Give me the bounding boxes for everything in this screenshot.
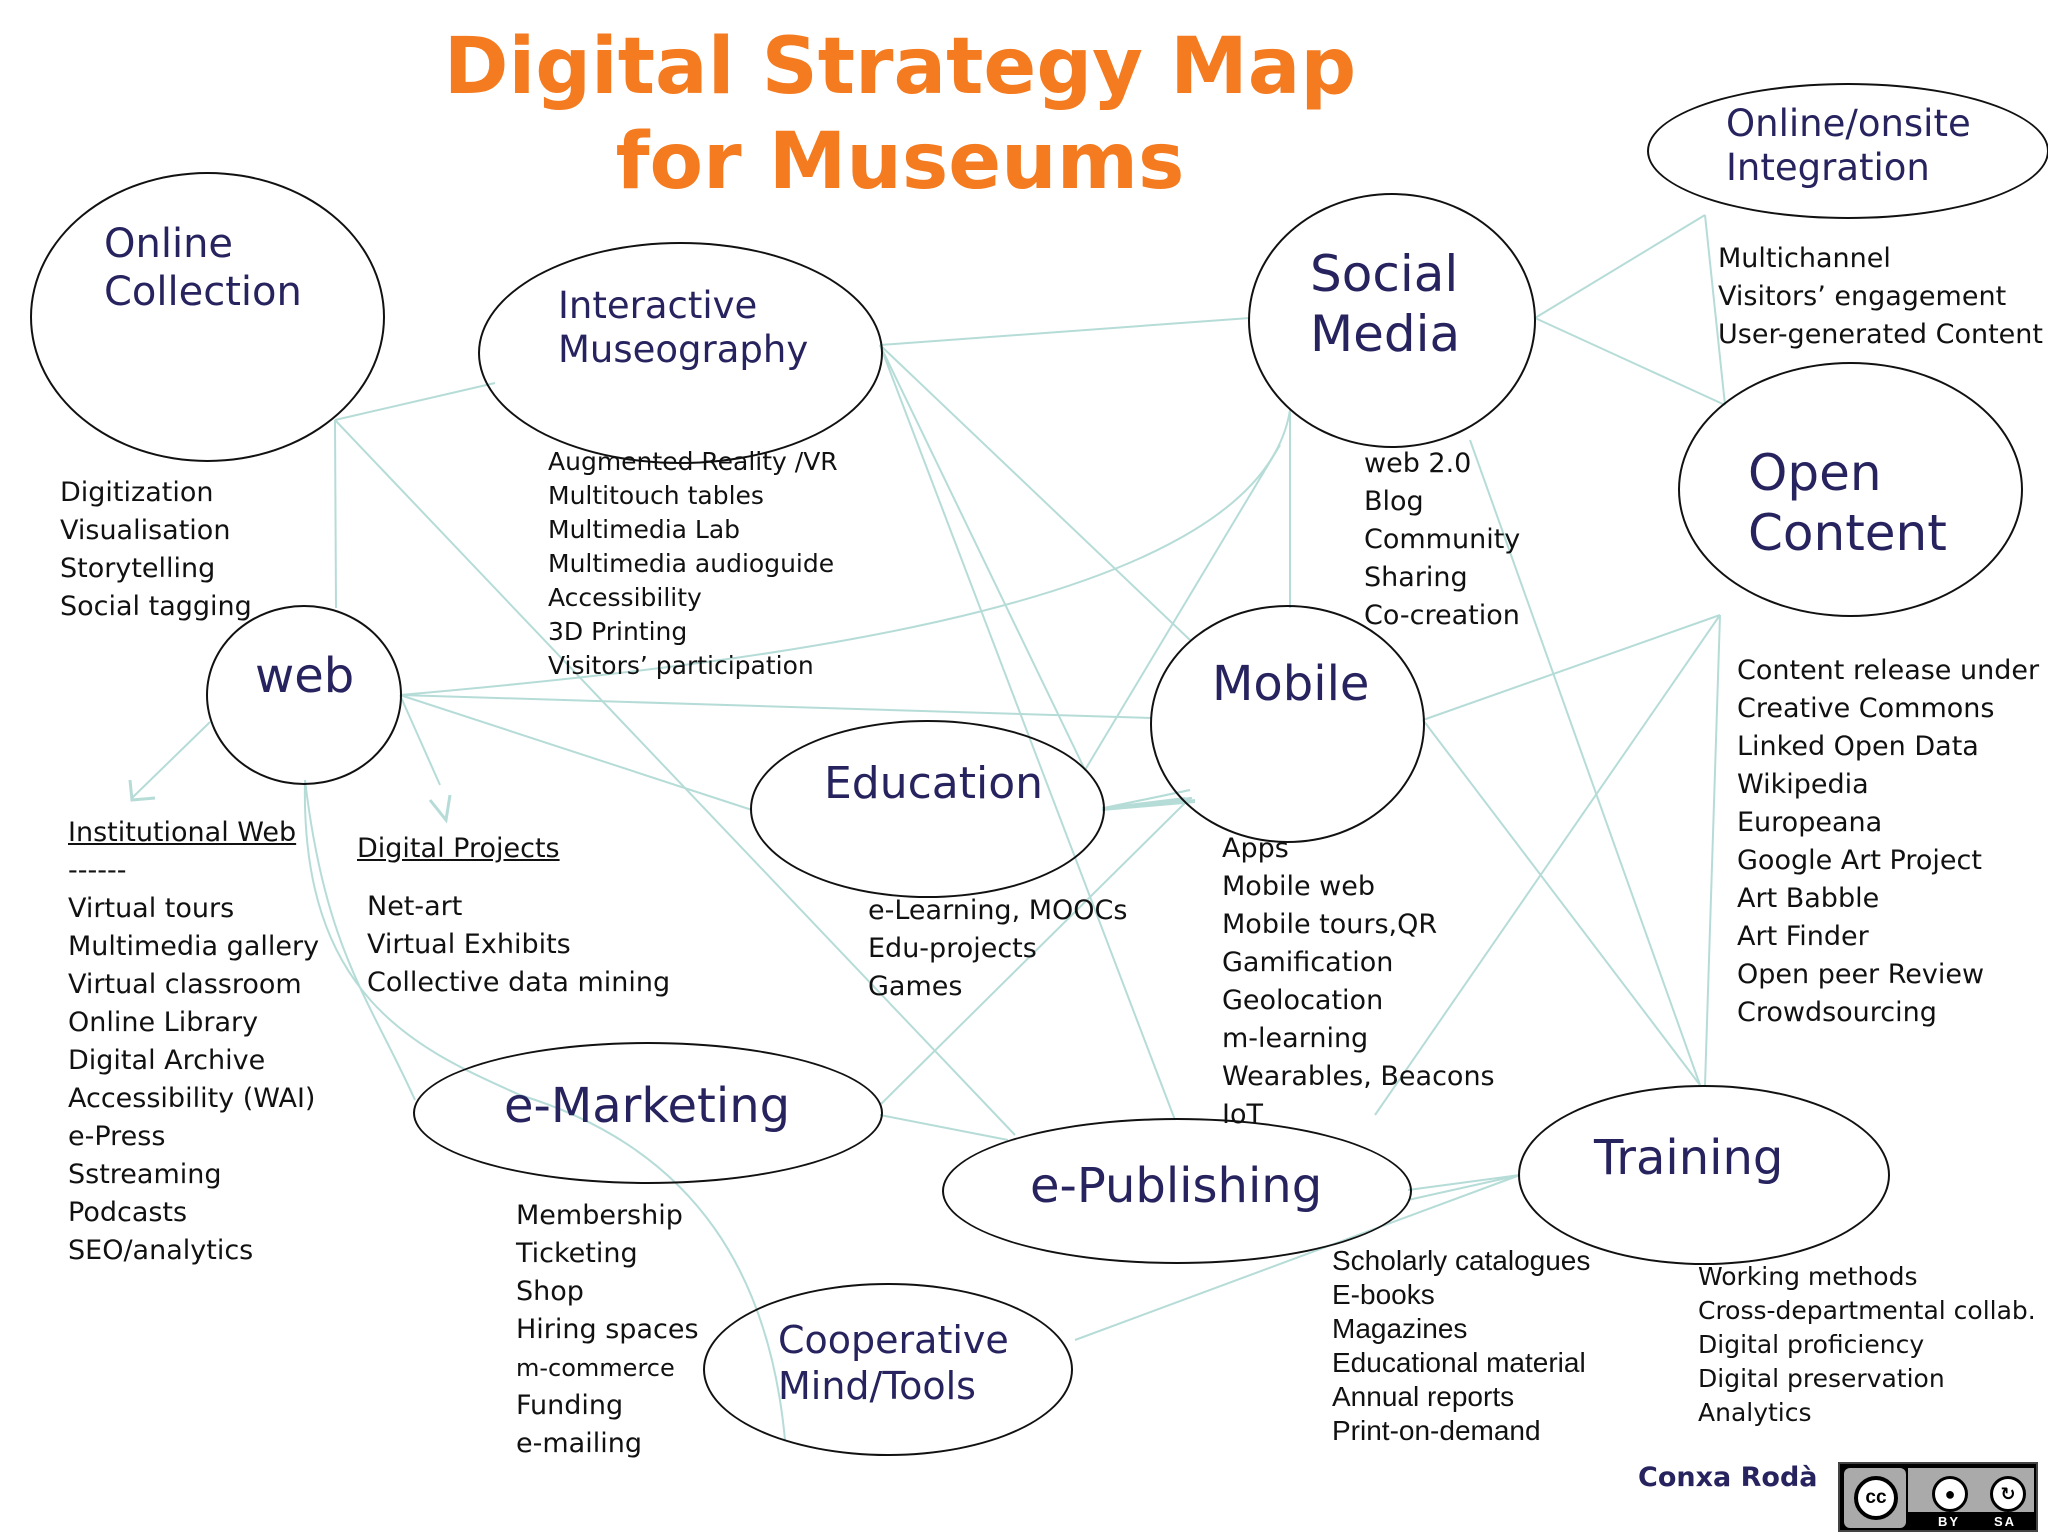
node-open-content [1678,362,2023,617]
node-mobile-label: Mobile [1212,656,1370,712]
node-cooperative-label: Cooperative Mind/Tools [778,1318,1009,1408]
cc-by-sa-license-badge: cc ● ↻ BY SA [1838,1462,2038,1532]
list-open-content: Content release under Creative Commons L… [1737,655,2040,1028]
node-online-onsite-label: Online/onsite Integration [1726,102,1971,190]
node-education [750,720,1105,898]
node-e-marketing [413,1042,883,1184]
node-online-collection-label: Online Collection [104,221,302,315]
node-training [1518,1085,1890,1265]
digital-projects-heading: Digital Projects [357,833,560,864]
node-open-content-label: Open Content [1748,444,1947,562]
node-interactive-museography-label: Interactive Museography [558,284,809,372]
node-web [206,605,402,785]
node-e-publishing-label: e-Publishing [1030,1158,1323,1214]
page-title: Digital Strategy Map for Museums [420,20,1380,210]
list-institutional-web: Institutional Web ------ Virtual tours M… [68,814,319,1270]
list-interactive-museography: Augmented Reality /VR Multitouch tables … [548,447,838,680]
node-social-media [1248,193,1536,448]
cc-by-label: BY [1938,1514,1961,1529]
list-digital-projects: Digital Projects Net-art Virtual Exhibit… [357,830,670,1002]
cc-sa-label: SA [1994,1514,2017,1529]
node-interactive-museography [478,242,883,464]
attribution-icon: ● [1932,1476,1968,1512]
node-education-label: Education [824,758,1044,809]
list-mobile: Apps Mobile web Mobile tours,QR Gamifica… [1222,833,1495,1130]
list-e-marketing: Membership Ticketing Shop Hiring spaces … [516,1200,699,1459]
node-mobile [1150,605,1425,843]
cc-icon: cc [1844,1468,1906,1528]
node-online-collection [30,172,385,462]
list-online-collection: Digitization Visualisation Storytelling … [60,477,252,622]
title-line-2: for Museums [615,117,1185,207]
title-line-1: Digital Strategy Map [443,22,1357,112]
list-social-media: web 2.0 Blog Community Sharing Co-creati… [1364,448,1521,631]
node-social-media-label: Social Media [1310,245,1461,363]
list-e-publishing: Scholarly catalogues E-books Magazines E… [1332,1245,1591,1446]
list-online-onsite: Multichannel Visitors’ engagement User-g… [1718,243,2043,350]
node-e-marketing-label: e-Marketing [504,1078,791,1134]
list-training: Working methods Cross-departmental colla… [1698,1262,2036,1427]
institutional-web-heading: Institutional Web [68,817,297,848]
node-training-label: Training [1594,1130,1784,1186]
author-name: Conxa Rodà [1638,1462,1818,1493]
list-education: e-Learning, MOOCs Edu-projects Games [868,895,1128,1002]
node-web-label: web [255,648,355,704]
node-e-publishing [942,1118,1412,1264]
node-cooperative-mind-tools [703,1283,1073,1456]
share-alike-icon: ↻ [1990,1476,2026,1512]
